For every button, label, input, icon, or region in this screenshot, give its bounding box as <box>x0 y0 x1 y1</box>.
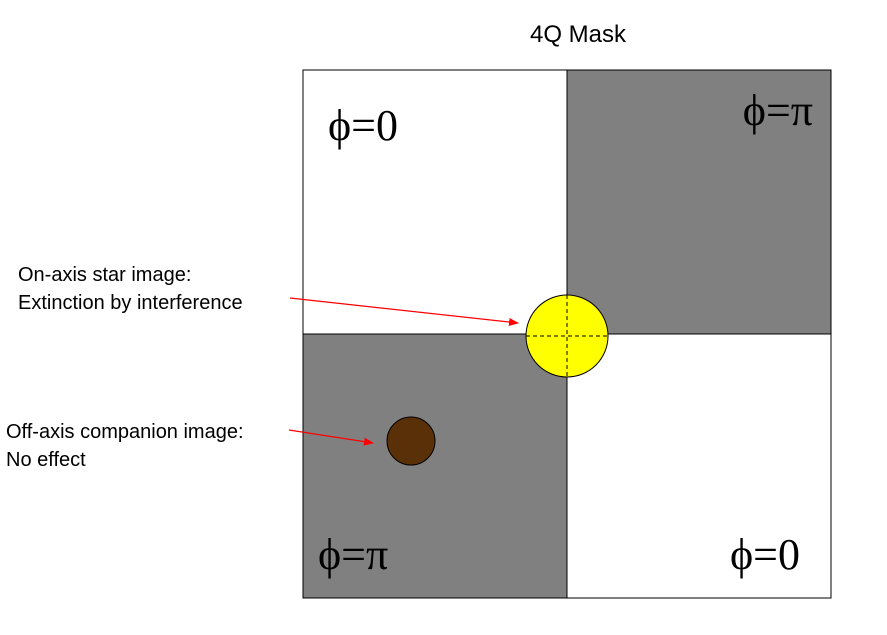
phase-label-top-right: ϕ=π <box>743 86 813 135</box>
star-annotation-arrow <box>289 297 519 326</box>
companion-annotation-line-2: No effect <box>6 449 86 471</box>
quadrant-top-left <box>303 70 567 334</box>
quadrant-top-right <box>567 70 831 334</box>
star-annotation-line-1: On-axis star image: <box>18 264 191 286</box>
phase-label-top-left: ϕ=0 <box>328 101 398 150</box>
phase-label-bottom-right: ϕ=0 <box>730 530 800 579</box>
on-axis-star-image <box>525 294 609 378</box>
off-axis-companion-image <box>386 416 436 466</box>
companion-annotation-line-1: Off-axis companion image: <box>6 421 244 443</box>
companion-annotation-arrow <box>288 429 374 446</box>
quadrant-bottom-right <box>567 334 831 598</box>
diagram-title: 4Q Mask <box>530 21 627 48</box>
quadrant-bottom-left <box>303 334 567 598</box>
phase-label-bottom-left: ϕ=π <box>318 530 388 579</box>
star-annotation-line-2: Extinction by interference <box>18 292 243 314</box>
